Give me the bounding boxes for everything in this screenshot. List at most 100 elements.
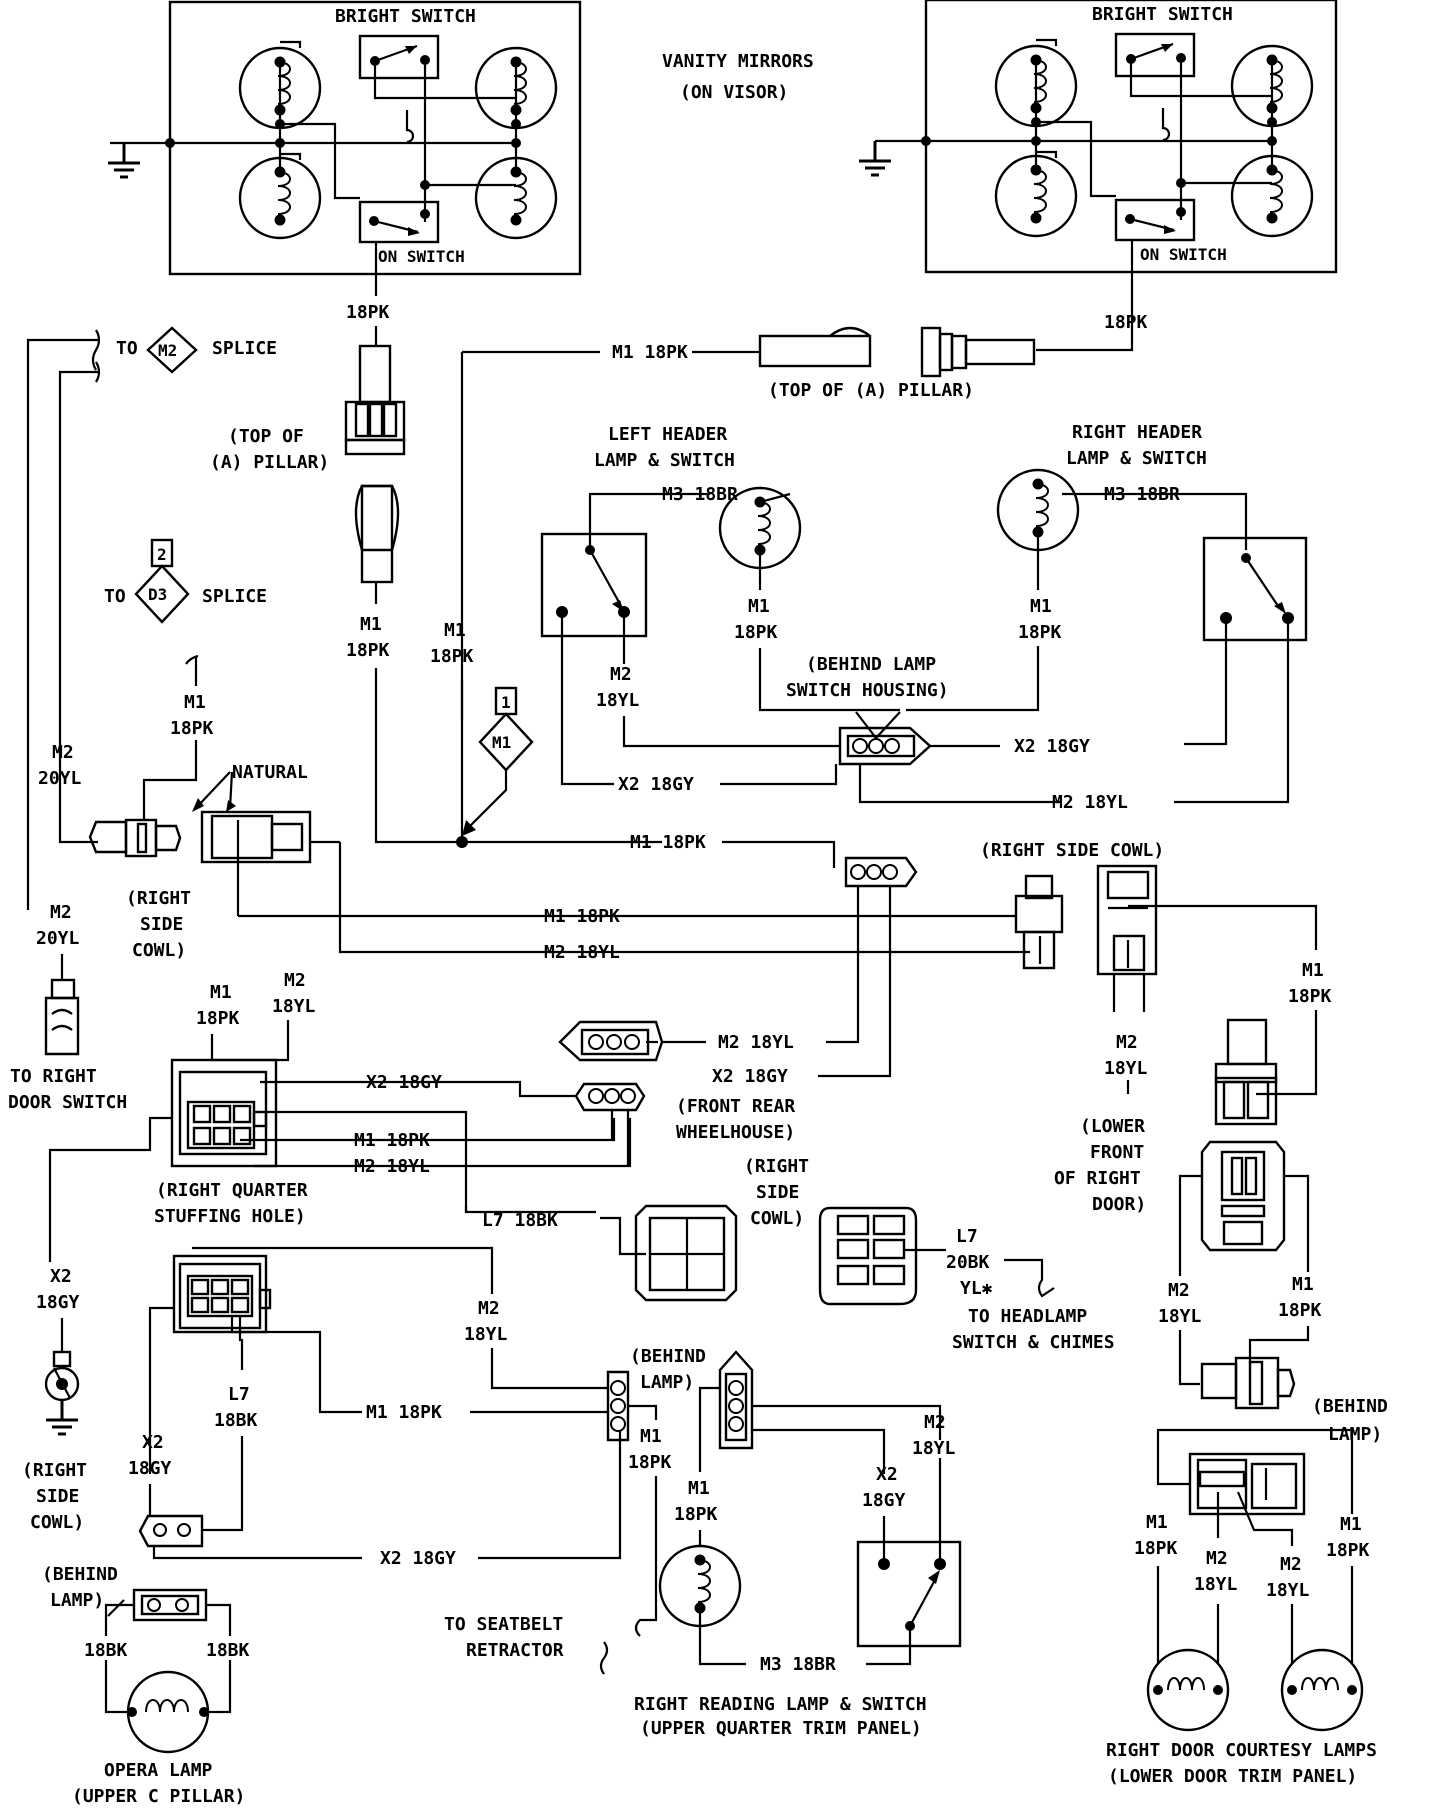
wire-label: M1 [444, 620, 466, 641]
rsc-left-2: SIDE [140, 914, 183, 935]
rsc-ll-3: COWL) [30, 1512, 84, 1533]
rsc-left-1: (RIGHT [126, 888, 191, 909]
wire-label: M1 [184, 692, 206, 713]
wire-label: M1 [1030, 596, 1052, 617]
svg-text:1: 1 [501, 693, 511, 712]
left-vanity-mirror [106, 2, 580, 296]
wire-label: M2 18YL [718, 1032, 794, 1053]
rsc-left-3: COWL) [132, 940, 186, 961]
on-visor-title: (ON VISOR) [680, 82, 788, 103]
wire-label: M1 [1340, 1514, 1362, 1535]
wire-m1-left [374, 668, 662, 844]
svg-text:D3: D3 [148, 585, 167, 604]
rqsh-1: (RIGHT QUARTER [156, 1180, 308, 1201]
wire-label: M2 [1116, 1032, 1138, 1053]
connector-behind-lamp-3pin-b [698, 1350, 942, 1474]
wire-label: M2 [924, 1412, 946, 1433]
left-header-title-1: LEFT HEADER [608, 424, 727, 445]
wire-label: M1 [688, 1478, 710, 1499]
wire-label: L7 [956, 1226, 978, 1247]
wire-label: 18YL [464, 1324, 508, 1345]
wire-label: M1 18PK [544, 906, 620, 927]
wire-label: 18BK [206, 1640, 250, 1661]
connector-right-quarter-stuffing-hole [48, 1058, 632, 1262]
wire-label: X2 18GY [1014, 736, 1090, 757]
right-side-cowl-title: (RIGHT SIDE COWL) [980, 840, 1164, 861]
connector-lower-front-door-a [1214, 1018, 1278, 1126]
wire-label: 20BK [946, 1252, 990, 1273]
courtesy-title-1: RIGHT DOOR COURTESY LAMPS [1106, 1740, 1377, 1761]
wire-label: L7 [228, 1384, 250, 1405]
to-seatbelt-1: TO SEATBELT [444, 1614, 563, 1635]
wire-label: X2 18GY [380, 1548, 456, 1569]
connector-door-lamp-feed [1200, 1356, 1296, 1410]
connector-front-rear-wheelhouse-b [574, 1082, 646, 1166]
right-header-title-2: LAMP & SWITCH [1066, 448, 1207, 469]
to-headlamp-1: TO HEADLAMP [968, 1306, 1087, 1327]
wire-label: M2 [1280, 1554, 1302, 1575]
wire-label: M1 [640, 1426, 662, 1447]
on-switch-label-l: ON SWITCH [378, 247, 465, 266]
left-header-title-2: LAMP & SWITCH [594, 450, 735, 471]
right-reading-title-2: (UPPER QUARTER TRIM PANEL) [640, 1718, 922, 1739]
connector-right-side-cowl-a [1014, 874, 1064, 970]
wire-label: X2 18GY [712, 1066, 788, 1087]
rsc-mid-1: (RIGHT [744, 1156, 809, 1177]
wire-label: 18PK [1278, 1300, 1322, 1321]
wire-label: M1 [1302, 960, 1324, 981]
rqsh-2: STUFFING HOLE) [154, 1206, 306, 1227]
front-rear-2: WHEELHOUSE) [676, 1122, 795, 1143]
rsc-mid-3: COWL) [750, 1208, 804, 1229]
connector-right-side-cowl-left [88, 740, 340, 916]
wire-label: 18YL [1194, 1574, 1238, 1595]
wire-label: 18YL [1104, 1058, 1148, 1079]
wire-label: 18PK [170, 718, 214, 739]
to-right-door-1: TO RIGHT [10, 1066, 97, 1087]
connector-behind-lamp-3pin-a [606, 1370, 658, 1442]
courtesy-lamp-right [1280, 1566, 1364, 1732]
behind-lamp-ll-1: (BEHIND [42, 1564, 118, 1585]
wire-label: M2 18YL [1052, 792, 1128, 813]
wire-label: 18PK [430, 646, 474, 667]
behind-lamp-lr-2: LAMP) [1328, 1424, 1382, 1445]
d3-splice-ref: 2 D3 TO SPLICE [104, 538, 267, 624]
wire-label: M2 [610, 664, 632, 685]
wire-label: M1 18PK [366, 1402, 442, 1423]
wire-label: 18PK [674, 1504, 718, 1525]
wire-label: 18PK [628, 1452, 672, 1473]
wire-label: 18GY [862, 1490, 906, 1511]
opera-lamp [104, 1588, 232, 1754]
wire-label: 18PK [1104, 312, 1148, 333]
connector-3pin-mid [818, 856, 918, 1078]
lower-front-2: FRONT [1090, 1142, 1144, 1163]
wire-label: 18BK [84, 1640, 128, 1661]
behind-lamp-sw-2: SWITCH HOUSING) [786, 680, 949, 701]
right-vanity-mirror [857, 0, 1336, 310]
right-reading-lamp [658, 1458, 962, 1666]
svg-text:2: 2 [157, 545, 167, 564]
wire-label: 18PK [1134, 1538, 1178, 1559]
wire-label: 18YL [596, 690, 640, 711]
wire-label: M3 18BR [760, 1654, 836, 1675]
wire-label: M2 [1168, 1280, 1190, 1301]
rsc-mid-2: SIDE [756, 1182, 799, 1203]
right-header-lamp-switch [996, 468, 1308, 804]
to-headlamp-2: SWITCH & CHIMES [952, 1332, 1115, 1353]
wire-label: X2 [142, 1432, 164, 1453]
behind-lamp-sw-1: (BEHIND LAMP [806, 654, 936, 675]
wire-label: M1 18PK [612, 342, 688, 363]
wire-label: M2 18YL [544, 942, 620, 963]
wire-label: M2 [284, 970, 306, 991]
wire-label: 20YL [36, 928, 80, 949]
wire-label: M2 [50, 902, 72, 923]
m1-splice: 1 M1 [462, 686, 534, 836]
wire-label: X2 18GY [366, 1072, 442, 1093]
door-switch-connector [44, 954, 80, 1056]
front-rear-1: (FRONT REAR [676, 1096, 795, 1117]
opera-title-2: (UPPER C PILLAR) [72, 1786, 245, 1807]
connector-front-rear-wheelhouse-a [558, 1020, 706, 1062]
wire-label: M2 [52, 742, 74, 763]
wire-label: L7 18BK [482, 1210, 558, 1231]
top-a-pillar-row: (TOP OF (A) PILLAR) [768, 380, 974, 401]
